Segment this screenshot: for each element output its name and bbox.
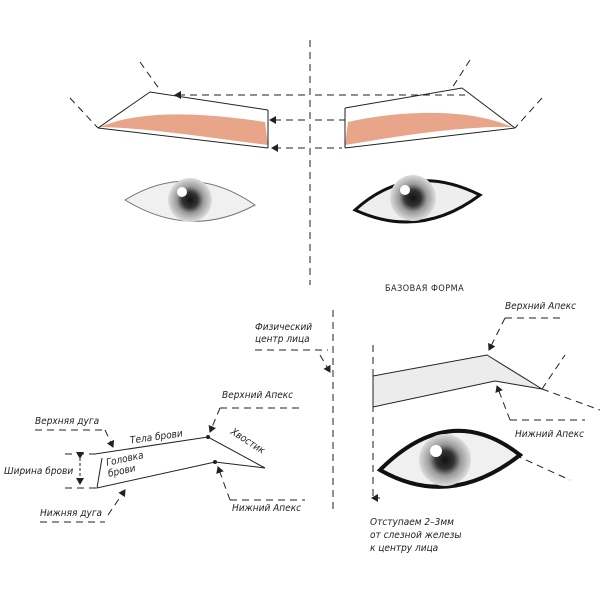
- face-center-label-2: центр лица: [255, 334, 310, 345]
- left-eye-illustration: [124, 178, 256, 222]
- right-brow-sketch: [372, 354, 543, 408]
- upper-apex-label-left: Верхний Апекс: [222, 390, 294, 401]
- note-line-3: к центру лица: [370, 543, 439, 554]
- upper-apex-label-right: Верхний Апекс: [505, 301, 577, 312]
- note-line-1: Отступаем 2–3мм: [370, 517, 454, 528]
- right-brow-fill: [345, 112, 512, 145]
- lower-apex-label-right: Нижний Апекс: [515, 429, 585, 440]
- left-brow-fill: [100, 114, 268, 145]
- face-center-label-1: Физический: [255, 322, 313, 333]
- title: БАЗОВАЯ ФОРМА: [385, 284, 465, 294]
- right-eye-illustration: [352, 175, 483, 224]
- note-line-2: от слезной железы: [370, 530, 462, 541]
- upper-arc-label: Верхняя дуга: [35, 416, 100, 427]
- left-brow-outline: [97, 91, 269, 149]
- brow-width-label: Ширина брови: [4, 466, 74, 477]
- lower-apex-label-left: Нижний Апекс: [232, 503, 302, 514]
- schema-brow-outline: [94, 436, 266, 489]
- lower-arc-label: Нижняя дуга: [40, 508, 103, 519]
- bottom-eye-illustration: [376, 428, 524, 489]
- right-brow-outline: [344, 87, 516, 149]
